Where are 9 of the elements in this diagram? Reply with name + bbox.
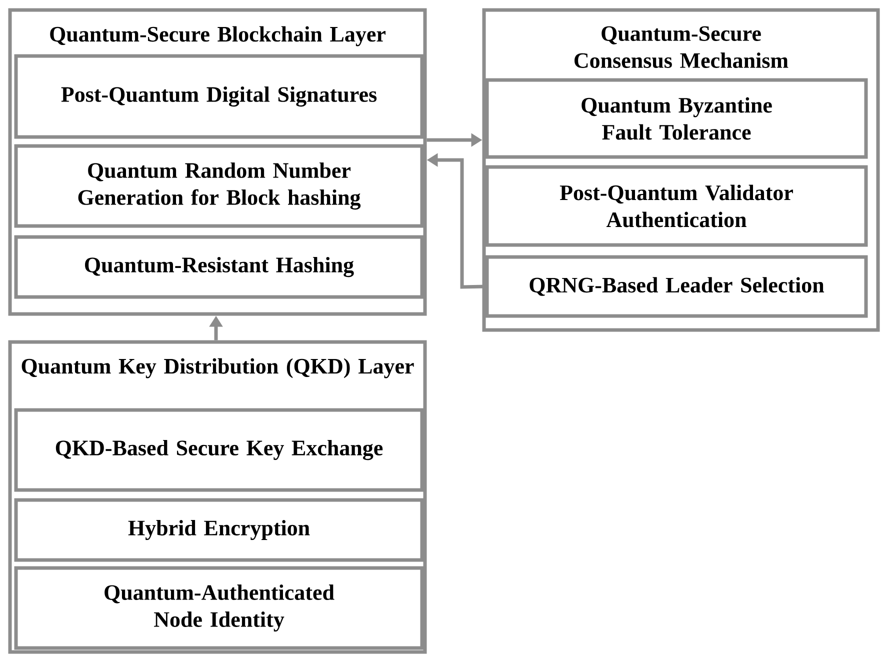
component-box: Post-Quantum Validator Authentication — [485, 165, 868, 247]
component-box: QKD-Based Secure Key Exchange — [14, 408, 424, 492]
component-box: Quantum-Resistant Hashing — [14, 235, 424, 299]
component-box: Quantum-Authenticated Node Identity — [14, 566, 424, 650]
component-box: Quantum Random Number Generation for Block hashing — [14, 144, 424, 228]
component-box: Post-Quantum Digital Signatures — [14, 54, 424, 139]
component-box: Quantum Byzantine Fault Tolerance — [485, 78, 868, 159]
component-box: Hybrid Encryption — [14, 498, 424, 562]
component-box: QRNG-Based Leader Selection — [485, 255, 868, 318]
